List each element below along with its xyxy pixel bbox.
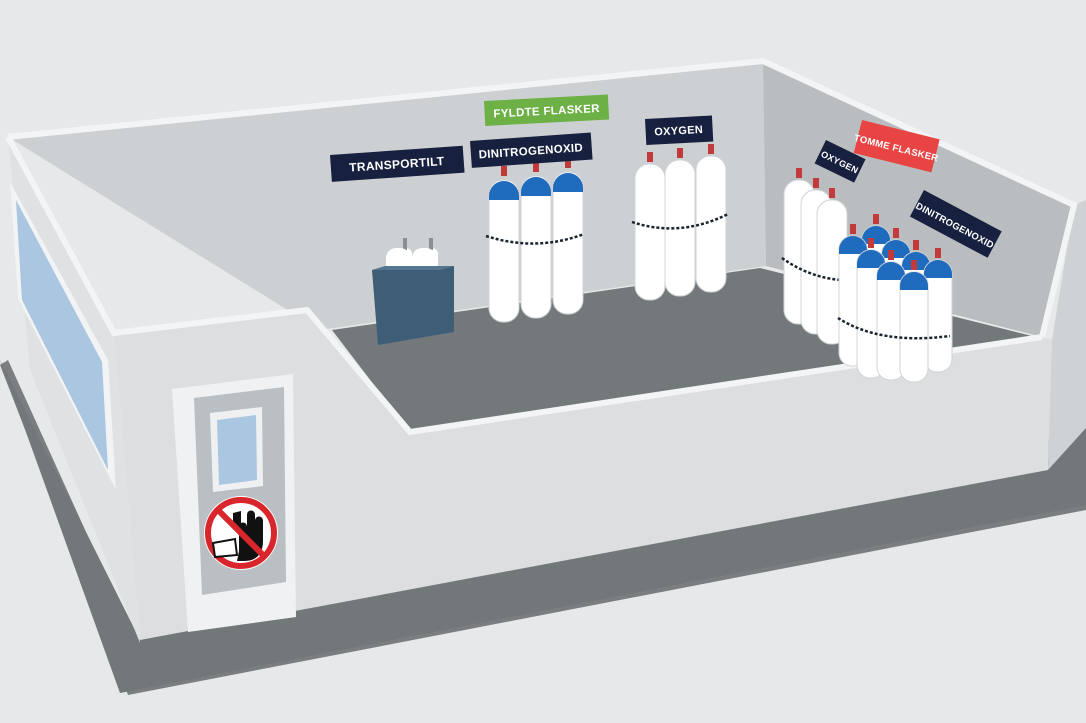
sign-transport-label: TRANSPORTILT xyxy=(349,154,445,175)
sign-oxygen-full: OXYGEN xyxy=(645,115,714,145)
ground-base xyxy=(0,360,1086,693)
oxygen-full-cylinders xyxy=(631,144,729,301)
sign-transport: TRANSPORTILT xyxy=(330,145,465,182)
wall-rim xyxy=(7,57,1078,338)
dinitrogen-full-cylinders xyxy=(485,158,585,323)
right-outer-wall xyxy=(1048,200,1086,470)
sign-oxygen-full-label: OXYGEN xyxy=(654,124,703,139)
dinitrogen-empty-cylinders xyxy=(837,214,953,383)
no-entry-hand-icon xyxy=(204,496,278,570)
sign-filled: FYLDTE FLASKER xyxy=(484,94,610,126)
wall-rim-front xyxy=(5,135,1043,436)
sign-dinitrogen-full: DINITROGENOXID xyxy=(470,132,593,168)
front-wall xyxy=(114,310,1052,640)
transport-crate xyxy=(372,238,454,345)
window-glass xyxy=(16,200,108,470)
door-window-glass xyxy=(217,415,257,485)
sign-filled-label: FYLDTE FLASKER xyxy=(493,103,600,121)
